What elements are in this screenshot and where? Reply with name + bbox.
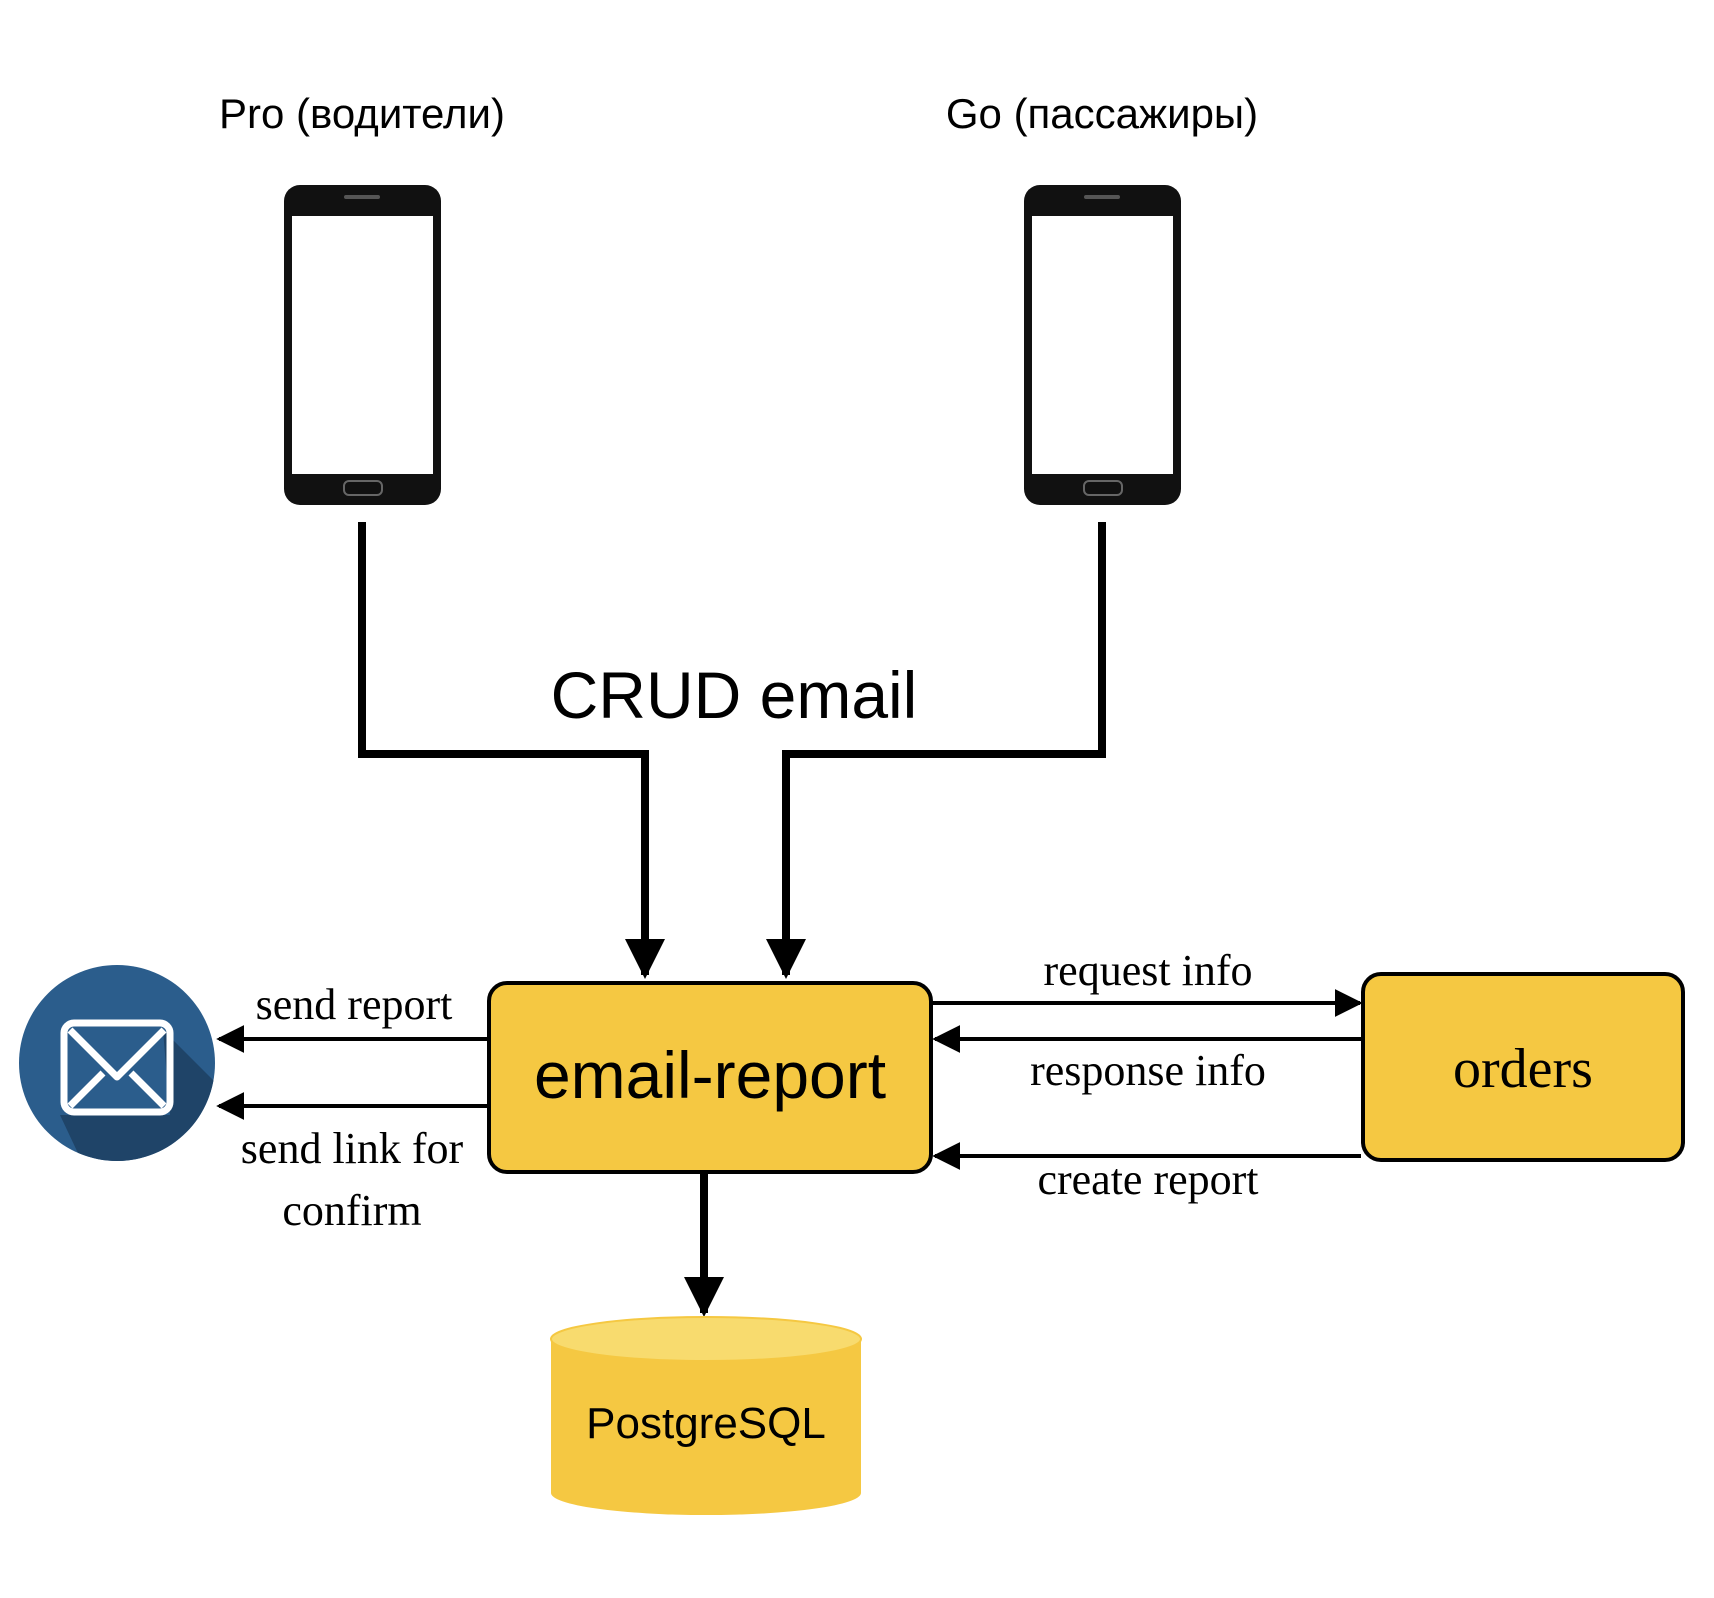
response-info-label: response info [1030,1046,1266,1095]
go-client-label: Go (пассажиры) [946,90,1258,137]
send-link-label-line2: confirm [282,1186,421,1235]
pro-to-email-report-arrow [358,522,665,979]
orders-node: orders [1361,972,1685,1162]
pro-smartphone-icon [284,185,441,505]
create-report-label: create report [1037,1155,1258,1204]
email-report-label: email-report [534,1038,886,1112]
go-to-email-report-arrow [766,522,1106,979]
request-info-label: request info [1044,946,1253,995]
send-link-label-line1: send link for [241,1124,464,1173]
pro-client-label: Pro (водители) [219,90,505,137]
email-report-node: email-report [487,981,933,1174]
crud-email-label: CRUD email [551,658,918,732]
send-report-label: send report [256,980,453,1029]
postgresql-database-icon: PostgreSQL [550,1316,862,1515]
postgresql-label: PostgreSQL [586,1399,826,1448]
orders-label: orders [1453,1038,1593,1100]
go-smartphone-icon [1024,185,1181,505]
mail-envelope-icon [19,965,215,1161]
